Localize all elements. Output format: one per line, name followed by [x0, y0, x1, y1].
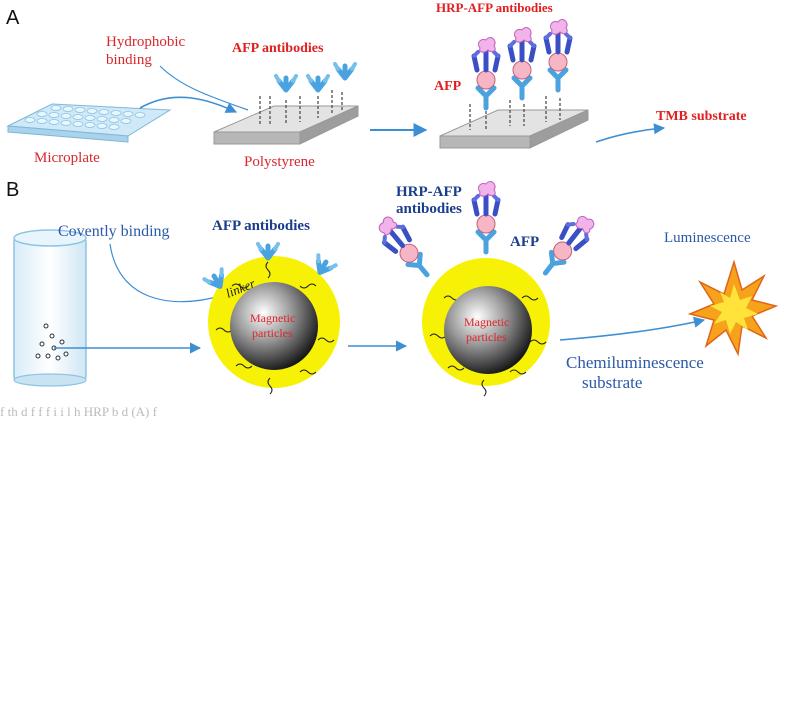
- hydrophobic-label-line1: Hydrophobic: [106, 34, 185, 50]
- magnetic-label-1a: Magnetic: [250, 311, 295, 325]
- magnetic-label-1b: particles: [252, 326, 293, 340]
- magnetic-label-2a: Magnetic: [464, 315, 509, 329]
- polystyrene-plate-1: [213, 64, 359, 145]
- arrow-to-luminescence: [559, 316, 706, 341]
- luminescence-label: Luminescence: [664, 230, 751, 246]
- afp-antibodies-label-b: AFP antibodies: [212, 218, 310, 234]
- tmb-substrate-label: TMB substrate: [656, 109, 747, 124]
- arrow-microplate-to-polystyrene: [139, 96, 238, 113]
- hrp-afp-antibodies-label-a: HRP-AFP antibodies: [436, 0, 553, 15]
- panel-a-letter: A: [6, 7, 20, 29]
- hydrophobic-pointer-line: [159, 65, 249, 111]
- figure-caption-fragment: f th d f f f i i l h HRP b d (A) f: [0, 404, 157, 419]
- luminescence-burst-icon: [687, 259, 779, 357]
- covently-pointer-line: [109, 243, 221, 303]
- chemiluminescence-label-1: Chemiluminescence: [566, 353, 704, 372]
- hrp-afp-label-b1: HRP-AFP: [396, 184, 462, 200]
- hrp-afp-label-b2: antibodies: [396, 201, 462, 217]
- polystyrene-label: Polystyrene: [244, 154, 315, 170]
- arrow-to-tmb: [595, 123, 666, 143]
- chemiluminescence-label-2: substrate: [582, 373, 642, 392]
- afp-label-a: AFP: [434, 79, 462, 94]
- hydrophobic-label-line2: binding: [106, 52, 152, 68]
- magnetic-label-2b: particles: [466, 330, 507, 344]
- microplate-graphic: [6, 103, 172, 143]
- magnetic-bead-2: [372, 182, 598, 397]
- afp-antibodies-label-a: AFP antibodies: [232, 41, 324, 56]
- magnetic-bead-1: [204, 244, 340, 395]
- microplate-label: Microplate: [34, 150, 100, 166]
- panel-b-letter: B: [6, 179, 19, 201]
- test-tube-graphic: [13, 229, 87, 387]
- afp-label-b: AFP: [510, 234, 539, 250]
- covently-binding-label: Covently binding: [58, 223, 170, 240]
- polystyrene-plate-2: [439, 20, 589, 149]
